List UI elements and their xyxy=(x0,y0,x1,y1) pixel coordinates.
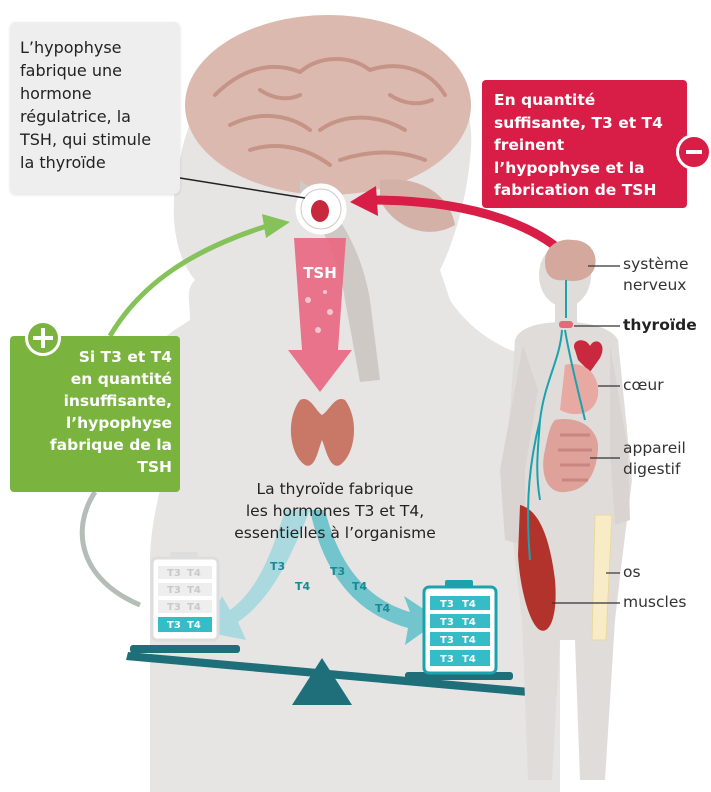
svg-text:T4: T4 xyxy=(462,599,476,610)
organ-label-nervous-system: système nerveux xyxy=(623,254,689,296)
svg-text:T3: T3 xyxy=(167,568,181,579)
organ-label-bones: os xyxy=(623,562,641,583)
svg-text:T3: T3 xyxy=(440,654,454,665)
t3-molecule: T3 xyxy=(330,565,345,578)
sufficient-callout: En quantité suffisante, T3 et T4 freinen… xyxy=(482,80,687,208)
svg-text:T3: T3 xyxy=(440,617,454,628)
t4-molecule: T4 xyxy=(295,580,311,593)
organ-label-heart: cœur xyxy=(623,375,664,396)
insufficient-callout: Si T3 et T4 en quantité insuffisante, l’… xyxy=(10,336,180,492)
minus-icon xyxy=(676,134,711,170)
thyroid-makes-caption: La thyroïde fabrique les hormones T3 et … xyxy=(205,478,465,544)
svg-text:T4: T4 xyxy=(187,585,201,596)
svg-text:T4: T4 xyxy=(187,620,201,631)
svg-text:T4: T4 xyxy=(187,568,201,579)
svg-text:T3: T3 xyxy=(440,635,454,646)
insufficient-callout-text: Si T3 et T4 en quantité insuffisante, l’… xyxy=(12,346,172,478)
brain xyxy=(185,15,471,195)
plus-icon xyxy=(25,320,61,356)
organ-label-thyroid: thyroïde xyxy=(623,315,697,336)
t4-molecule: T4 xyxy=(352,580,368,593)
svg-text:T4: T4 xyxy=(462,635,476,646)
organ-label-digestive-system: appareil digestif xyxy=(623,438,686,480)
organ-label-muscles: muscles xyxy=(623,592,686,613)
hypophysis-callout: L’hypophyse fabrique une hormone régulat… xyxy=(10,22,180,194)
sufficient-callout-text: En quantité suffisante, T3 et T4 freinen… xyxy=(494,89,684,202)
svg-text:T4: T4 xyxy=(462,654,476,665)
svg-text:T3: T3 xyxy=(167,602,181,613)
pituitary-gland xyxy=(311,200,329,222)
brain-small xyxy=(545,240,596,281)
svg-text:T4: T4 xyxy=(187,602,201,613)
svg-text:T3: T3 xyxy=(167,620,181,631)
svg-text:T4: T4 xyxy=(462,617,476,628)
svg-text:T3: T3 xyxy=(440,599,454,610)
tsh-label: TSH xyxy=(303,264,337,282)
hypophysis-callout-text: L’hypophyse fabrique une hormone régulat… xyxy=(20,36,180,174)
t3-molecule: T3 xyxy=(270,560,285,573)
thyroid-small xyxy=(559,321,573,328)
t4-molecule: T4 xyxy=(375,602,391,615)
svg-text:T3: T3 xyxy=(167,585,181,596)
